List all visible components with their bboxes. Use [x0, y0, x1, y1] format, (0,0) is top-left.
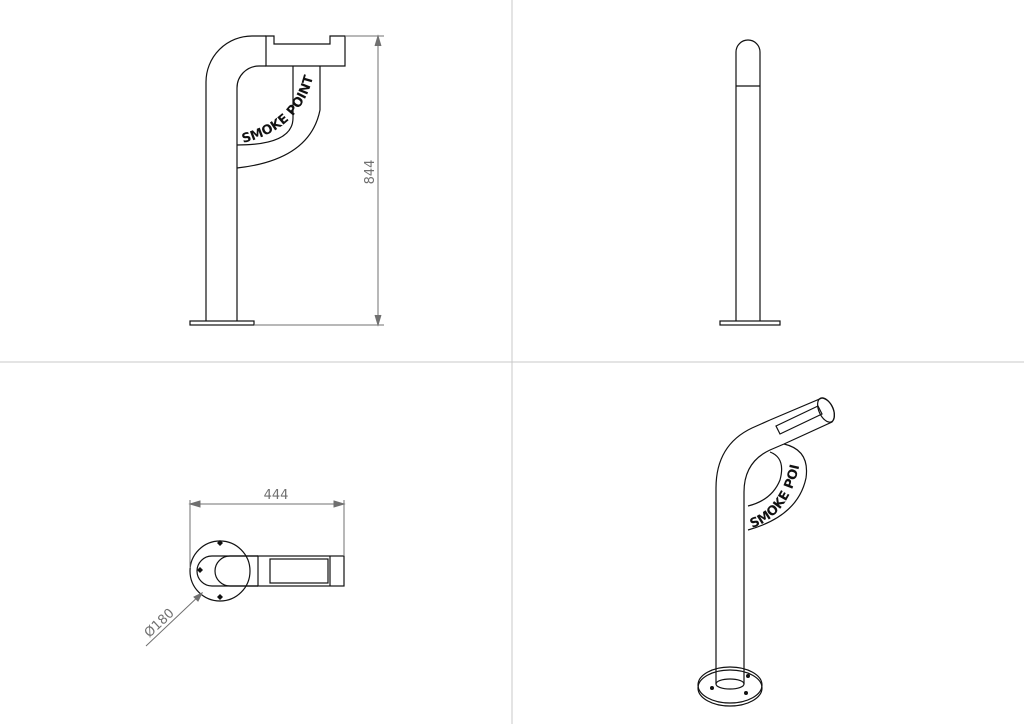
- top-width-dimension: [188, 500, 346, 568]
- iso-sign-panel: [747, 443, 808, 531]
- dim-arrow-right: [333, 500, 346, 508]
- iso-post-base-ring: [715, 678, 745, 690]
- top-view: [189, 540, 345, 602]
- diameter-leader: [145, 591, 204, 647]
- iso-bolt-holes: [710, 674, 750, 695]
- iso-bolt-hole-2: [744, 691, 748, 695]
- front-post-outer: [205, 35, 266, 321]
- front-base-plate: [189, 320, 255, 326]
- bolt-holes: [197, 540, 223, 600]
- front-height-dimension: [254, 34, 384, 327]
- side-post: [735, 39, 761, 321]
- front-view: SMOKE POINT: [189, 35, 346, 326]
- iso-ashtray-slot: [775, 405, 823, 435]
- dim-arrow-top: [374, 34, 382, 47]
- iso-sign-panel-inner: [747, 451, 783, 507]
- bolt-hole-1: [217, 540, 223, 546]
- front-brand-text: SMOKE POINT: [240, 74, 317, 147]
- diameter-dimension-label: Ø180: [142, 606, 178, 641]
- top-arm-inner: [214, 555, 258, 587]
- iso-post-right: [743, 443, 785, 684]
- front-ashtray: [265, 35, 346, 67]
- top-arm-outer: [196, 555, 258, 587]
- iso-brand-text: SMOKE POINT: [0, 0, 803, 532]
- diameter-leader-line: [145, 592, 203, 647]
- iso-bolt-hole-1: [710, 686, 714, 690]
- iso-post-left: [715, 419, 771, 684]
- front-sign-panel-outer: [236, 66, 321, 169]
- iso-base-plate: [697, 666, 763, 704]
- front-sign-panel: [236, 66, 294, 146]
- top-ashtray-slot: [269, 558, 329, 584]
- isometric-view: SMOKE POINT: [0, 0, 835, 707]
- height-dimension-label: 844: [363, 160, 378, 185]
- dim-arrow-bottom: [374, 314, 382, 327]
- iso-base-plate-edge: [697, 669, 763, 707]
- front-post-inner: [236, 65, 266, 321]
- top-ashtray: [257, 555, 345, 587]
- iso-ashtray-body: [769, 397, 835, 445]
- side-view: [719, 39, 781, 326]
- bolt-hole-3: [217, 594, 223, 600]
- bolt-hole-2: [197, 567, 203, 573]
- iso-ashtray-end: [817, 397, 835, 423]
- dim-arrow-left: [188, 500, 201, 508]
- width-dimension-label: 444: [264, 488, 289, 503]
- side-base-plate: [719, 320, 781, 326]
- iso-bolt-hole-3: [746, 674, 750, 678]
- diameter-leader-arrow: [193, 591, 204, 602]
